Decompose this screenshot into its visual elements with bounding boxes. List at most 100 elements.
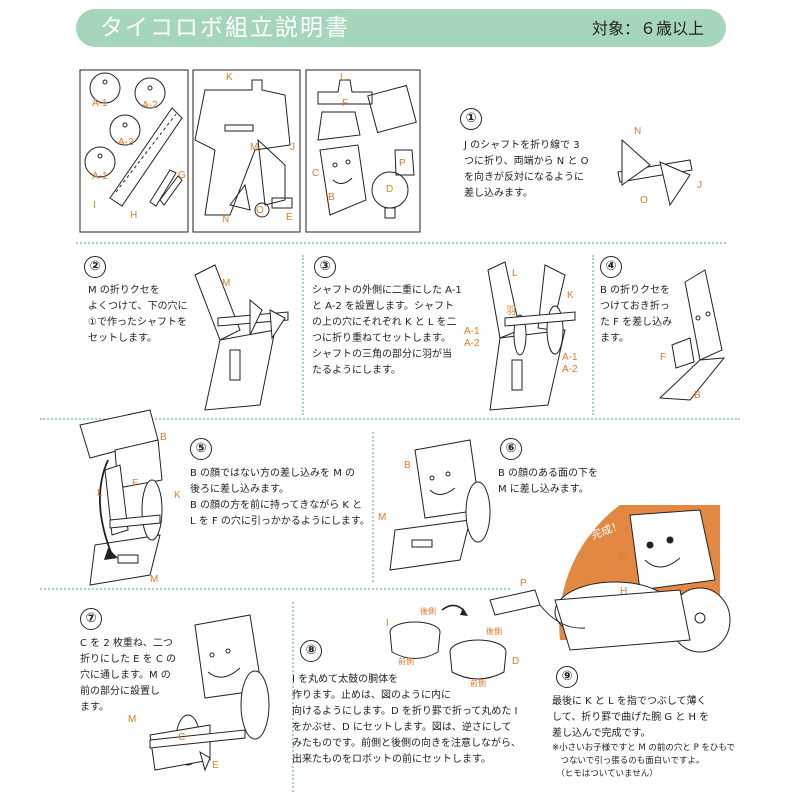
separator-row2 [40, 418, 740, 420]
step5-text: B の顔ではない方の差し込みを M の 後ろに差し込みます。 B の顔の方を前に… [190, 466, 370, 530]
step1-line: を向きが反対になるように [464, 172, 584, 183]
step8-number: ⑧ [300, 640, 322, 662]
step5-label-k: K [174, 490, 181, 501]
separator-v4 [292, 602, 294, 792]
step2-number: ② [84, 256, 106, 278]
part-label-f: F [342, 98, 349, 109]
step3-label-a2-left: A-2 [464, 338, 480, 349]
step8-line: 向けるようにします。D を折り罫で折って丸めた I [292, 706, 518, 717]
step8-label-i: I [386, 618, 389, 629]
step6-line: M に差し込みます。 [498, 484, 589, 495]
step9-label-g: G [618, 552, 626, 563]
step8-line: 出来たものをロボットの前にセットします。 [292, 754, 491, 765]
step5-number: ⑤ [190, 438, 212, 460]
step8-label-back1: 後側 [420, 607, 436, 616]
step5-label-m: M [150, 574, 159, 585]
step5-label-b: B [160, 432, 167, 443]
step8-line: 作ります。止めは、図のように内に [292, 690, 451, 701]
step4-label-b: B [694, 390, 701, 401]
step4-line: つけておき折っ [600, 301, 670, 312]
step3-line: たるようにします。 [312, 365, 401, 376]
step9-label-h: H [620, 586, 628, 597]
step2-line: よくつけて、下の穴に [88, 301, 188, 312]
part-label-e: E [286, 212, 293, 223]
step1-line: J のシャフトを折り線で 3 [464, 140, 580, 151]
step7-label-c: C [178, 732, 186, 743]
part-label-d: D [386, 184, 394, 195]
step3-label-k: K [567, 290, 574, 301]
step1-label-o: O [640, 195, 648, 206]
step7-line: ます。 [80, 702, 109, 713]
step9-line: して、折り罫で曲げた腕 G と H を [552, 712, 710, 723]
title-banner [76, 9, 726, 47]
step6-label-b: B [404, 460, 411, 471]
step5-label-f: F [132, 478, 139, 489]
step1-number: ① [460, 108, 482, 130]
step4-number: ④ [600, 256, 622, 278]
part-label-a2: A-2 [142, 100, 158, 111]
step5-line: B の顔の方を前に持ってきながら K と [190, 500, 363, 511]
step8-label-front2: 前側 [470, 679, 486, 688]
step7-line: C を 2 枚重ね、二つ [80, 638, 173, 649]
part-label-a1: A-1 [92, 98, 108, 109]
step8-line: みたものです。前側と後側の向きを注意しながら、 [292, 738, 521, 749]
step8-line: I を丸めて太鼓の胴体を [292, 674, 399, 685]
step9-line: 最後に K と L を指でつぶして薄く [552, 696, 707, 707]
step2-line: セットします。 [88, 333, 157, 344]
step2-text: M の折りクセを よくつけて、下の穴に ①で作ったシャフトを セットします。 [88, 283, 188, 347]
step7-line: 折りにした E を C の [80, 654, 177, 665]
step9-line: 差し込んで完成です。 [552, 728, 651, 739]
step5-label-l: L [97, 488, 103, 499]
step9-label-p: P [520, 578, 527, 589]
step1-text: J のシャフトを折り線で 3 つに折り、両端から N と O を向きが反対になる… [464, 138, 589, 202]
separator-row1 [76, 242, 726, 244]
part-label-g: G [178, 170, 186, 181]
step7-number: ⑦ [80, 608, 102, 630]
step2-line: ①で作ったシャフトを [88, 317, 187, 328]
step6-number: ⑥ [500, 438, 522, 460]
step1-line: 差し込みます。 [464, 188, 533, 199]
part-label-a1b: A-1 [92, 171, 108, 182]
step9-number: ⑨ [556, 666, 578, 688]
step8-text: I を丸めて太鼓の胴体を 作ります。止めは、図のように内に 向けるようにします。… [292, 672, 521, 768]
part-label-p: P [399, 158, 406, 169]
part-label-o: O [256, 205, 264, 216]
step3-label-wing: 羽 [506, 306, 516, 317]
step6-label-m: M [378, 512, 387, 523]
step3-number: ③ [314, 256, 336, 278]
part-label-l: L [340, 72, 346, 83]
footnote: ※小さいお子様ですと M の前の穴と P をひもで つないで引っ張るのも面白いで… [552, 742, 735, 781]
step1-label-n: N [634, 126, 642, 137]
part-label-j: J [290, 142, 295, 153]
step3-line: と A-2 を設置します。シャフト [312, 301, 454, 312]
step7-line: 前の部分に設置し [80, 686, 160, 697]
page-title: タイコロボ組立説明書 [100, 15, 350, 41]
step6-line: B の顔のある面の下を [498, 468, 599, 479]
step3-line: つに折り重ねてセットします。 [312, 333, 451, 344]
step1-line: つに折り、両端から N と O [464, 156, 589, 167]
separator-v2 [592, 255, 594, 415]
step3-line: シャフトの三角の部分に羽が当 [312, 349, 452, 360]
step8-label-back2: 後側 [486, 627, 502, 636]
separator-v1 [302, 255, 304, 415]
age-label: 対象：６歳以上 [591, 19, 704, 38]
step7-label-e: E [212, 760, 219, 771]
step3-line: の上の穴にそれぞれ K と L を二 [312, 317, 457, 328]
step4-line: た F を差し込み [600, 317, 673, 328]
step5-line: L を F の穴に引っかかるようにします。 [190, 516, 370, 527]
footnote-line: （ヒモはついていません） [552, 769, 658, 779]
step4-line: B の折りクセを [600, 285, 671, 296]
step4-text: B の折りクセを つけておき折っ た F を差し込み ます。 [600, 283, 672, 347]
step7-line: 穴に通します。M の [80, 670, 171, 681]
separator-row3 [40, 588, 510, 590]
part-label-c: C [312, 168, 320, 179]
step7-text: C を 2 枚重ね、二つ 折りにした E を C の 穴に通します。M の 前の… [80, 636, 176, 716]
